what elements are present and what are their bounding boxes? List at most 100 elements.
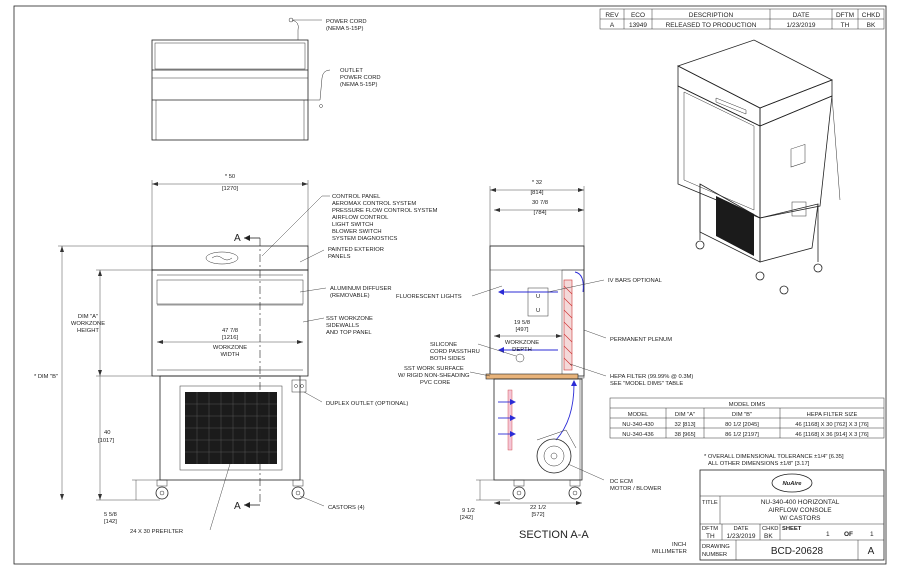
eco-header: ECO	[631, 12, 645, 19]
title-line-2: AIRFLOW CONSOLE	[768, 507, 832, 514]
of-label: OF	[844, 531, 853, 538]
work-surface-callout: SST WORK SURFACE	[404, 366, 464, 372]
date-value: 1/23/2019	[787, 22, 816, 29]
leg-height-value: 40	[104, 430, 110, 436]
cord-passthru	[515, 353, 525, 363]
light-switch-callout: LIGHT SWITCH	[332, 222, 373, 228]
duplex-callout: DUPLEX OUTLET (OPTIONAL)	[326, 401, 408, 407]
work-surface	[485, 373, 579, 380]
section-marker-bottom: A	[234, 501, 241, 512]
isometric-castors	[695, 240, 823, 295]
title-rev: A	[868, 546, 875, 557]
inner-depth-value: 30 7/8	[532, 200, 548, 206]
date-label: DATE	[733, 526, 748, 532]
dim-b-row-2: 86 1/2 [2197]	[725, 432, 759, 438]
chkd-value: BK	[867, 22, 876, 29]
iv-bars-callout: IV BARS OPTIONAL	[608, 278, 663, 284]
fluorescent-callout: FLUORESCENT LIGHTS	[396, 294, 462, 300]
title-line-1: NU-340-400 HORIZONTAL	[761, 499, 840, 506]
hepa-callout: HEPA FILTER (99.99% @ 0.3M)	[610, 374, 693, 380]
dftm-value: TH	[841, 22, 850, 29]
dim-a-row-2: 38 [965]	[675, 432, 696, 438]
logo-text: NuAire	[782, 481, 802, 487]
dim-a-label: WORKZONE	[71, 321, 105, 327]
workzone-depth-label-2: DEPTH	[512, 347, 532, 353]
model-header: MODEL	[628, 412, 649, 418]
painted-panels-callout: PAINTED EXTERIOR	[328, 247, 384, 253]
power-cord-spec: (NEMA 5-15P)	[326, 26, 363, 32]
front-diffuser	[156, 279, 304, 305]
dim-a-label-2: HEIGHT	[77, 328, 99, 334]
caster-height-metric: [142]	[104, 519, 117, 525]
inner-width-value: 47 7/8	[222, 328, 238, 334]
rev-value: A	[610, 22, 615, 29]
bottom-height-metric: [242]	[460, 515, 473, 521]
hepa-size-row-2: 46 [1168] X 36 [914] X 3 [76]	[795, 432, 869, 438]
workzone-depth-metric: [497]	[516, 327, 529, 333]
painted-panels-callout-2: PANELS	[328, 254, 351, 260]
nuaire-logo-icon	[771, 473, 813, 493]
prefilter-callout: 24 X 30 PREFILTER	[130, 529, 183, 535]
description-header: DESCRIPTION	[689, 12, 734, 19]
front-logo-badge	[205, 251, 239, 265]
airflow-control-callout: AIRFLOW CONTROL	[332, 215, 389, 221]
sidewalls-callout-3: AND TOP PANEL	[326, 330, 372, 336]
bottom-depth-value: 22 1/2	[530, 505, 546, 511]
width-dim-value: * 50	[225, 174, 235, 180]
sidewalls-callout-2: SIDEWALLS	[326, 323, 359, 329]
dim-b-row-1: 80 1/2 [2045]	[725, 422, 759, 428]
motor-callout-2: MOTOR / BLOWER	[610, 486, 661, 492]
model-dims-table: MODEL DIMS MODEL DIM "A" DIM "B" HEPA FI…	[609, 397, 885, 439]
chkd-value: BK	[764, 533, 773, 540]
width-dim-metric: [1270]	[222, 186, 239, 192]
outlet-cord-label: POWER CORD	[340, 75, 381, 81]
description-value: RELEASED TO PRODUCTION	[666, 22, 757, 29]
dim-a-value: DIM "A"	[78, 314, 98, 320]
inner-width-label-2: WIDTH	[221, 352, 240, 358]
title-line-3: W/ CASTORS	[779, 515, 821, 522]
caster-height-value: 5 5/8	[104, 512, 117, 518]
section-marker-top: A	[234, 233, 241, 244]
aeromax-callout: AEROMAX CONTROL SYSTEM	[332, 201, 416, 207]
leg-height-metric: [1017]	[98, 438, 115, 444]
hepa-size-row-1: 46 [1168] X 30 [762] X 3 [76]	[795, 422, 869, 428]
hepa-size-header: HEPA FILTER SIZE	[807, 412, 858, 418]
date-value: 1/23/2019	[727, 533, 756, 540]
front-castors	[155, 479, 305, 500]
bottom-height-value: 9 1/2	[462, 508, 475, 514]
tolerance-note-2: ALL OTHER DIMENSIONS ±1/8" [3.17]	[708, 461, 810, 467]
silicone-callout-3: BOTH SIDES	[430, 356, 465, 362]
isometric-grille	[716, 196, 754, 256]
units-inch: INCH	[672, 542, 686, 548]
inner-depth-metric: [784]	[534, 210, 547, 216]
section-depth-value: * 32	[532, 180, 542, 186]
workzone-depth-value: 19 5/8	[514, 320, 530, 326]
model-row-1: NU-340-430	[622, 422, 654, 428]
diffuser-callout-2: (REMOVABLE)	[330, 293, 370, 299]
control-panel-callout: CONTROL PANEL	[332, 194, 381, 200]
pressure-flow-callout: PRESSURE FLOW CONTROL SYSTEM	[332, 208, 438, 214]
model-dims-title: MODEL DIMS	[729, 402, 766, 408]
blower-housing	[536, 438, 572, 474]
section-title: SECTION A-A	[519, 529, 589, 541]
outlet-cord-spec: (NEMA 5-15P)	[340, 82, 377, 88]
dftm-value: TH	[706, 533, 715, 540]
eco-value: 13949	[629, 22, 647, 29]
base-airflow	[498, 380, 577, 441]
front-view: * 50 [1270] 47 7/8 [1216] WORKZONE WIDTH	[34, 174, 438, 535]
sheet-border	[13, 5, 887, 565]
dftm-header: DFTM	[836, 12, 854, 19]
inner-width-label: WORKZONE	[213, 345, 247, 351]
dim-b-label: * DIM "B"	[34, 374, 58, 380]
units-millimeter: MILLIMETER	[652, 549, 687, 555]
section-view: * 32 [814] 30 7/8 [784] UU 19 5/8	[396, 180, 693, 541]
sidewalls-callout: SST WORKZONE	[326, 316, 373, 322]
svg-text:U: U	[536, 308, 540, 314]
workzone-depth-label: WORKZONE	[505, 340, 539, 346]
of-value: 1	[870, 531, 874, 538]
sheet-value: 1	[826, 531, 830, 538]
isometric-view	[676, 39, 841, 295]
title-label: TITLE	[702, 500, 718, 506]
diffuser-callout: ALUMINUM DIFFUSER	[330, 286, 392, 292]
